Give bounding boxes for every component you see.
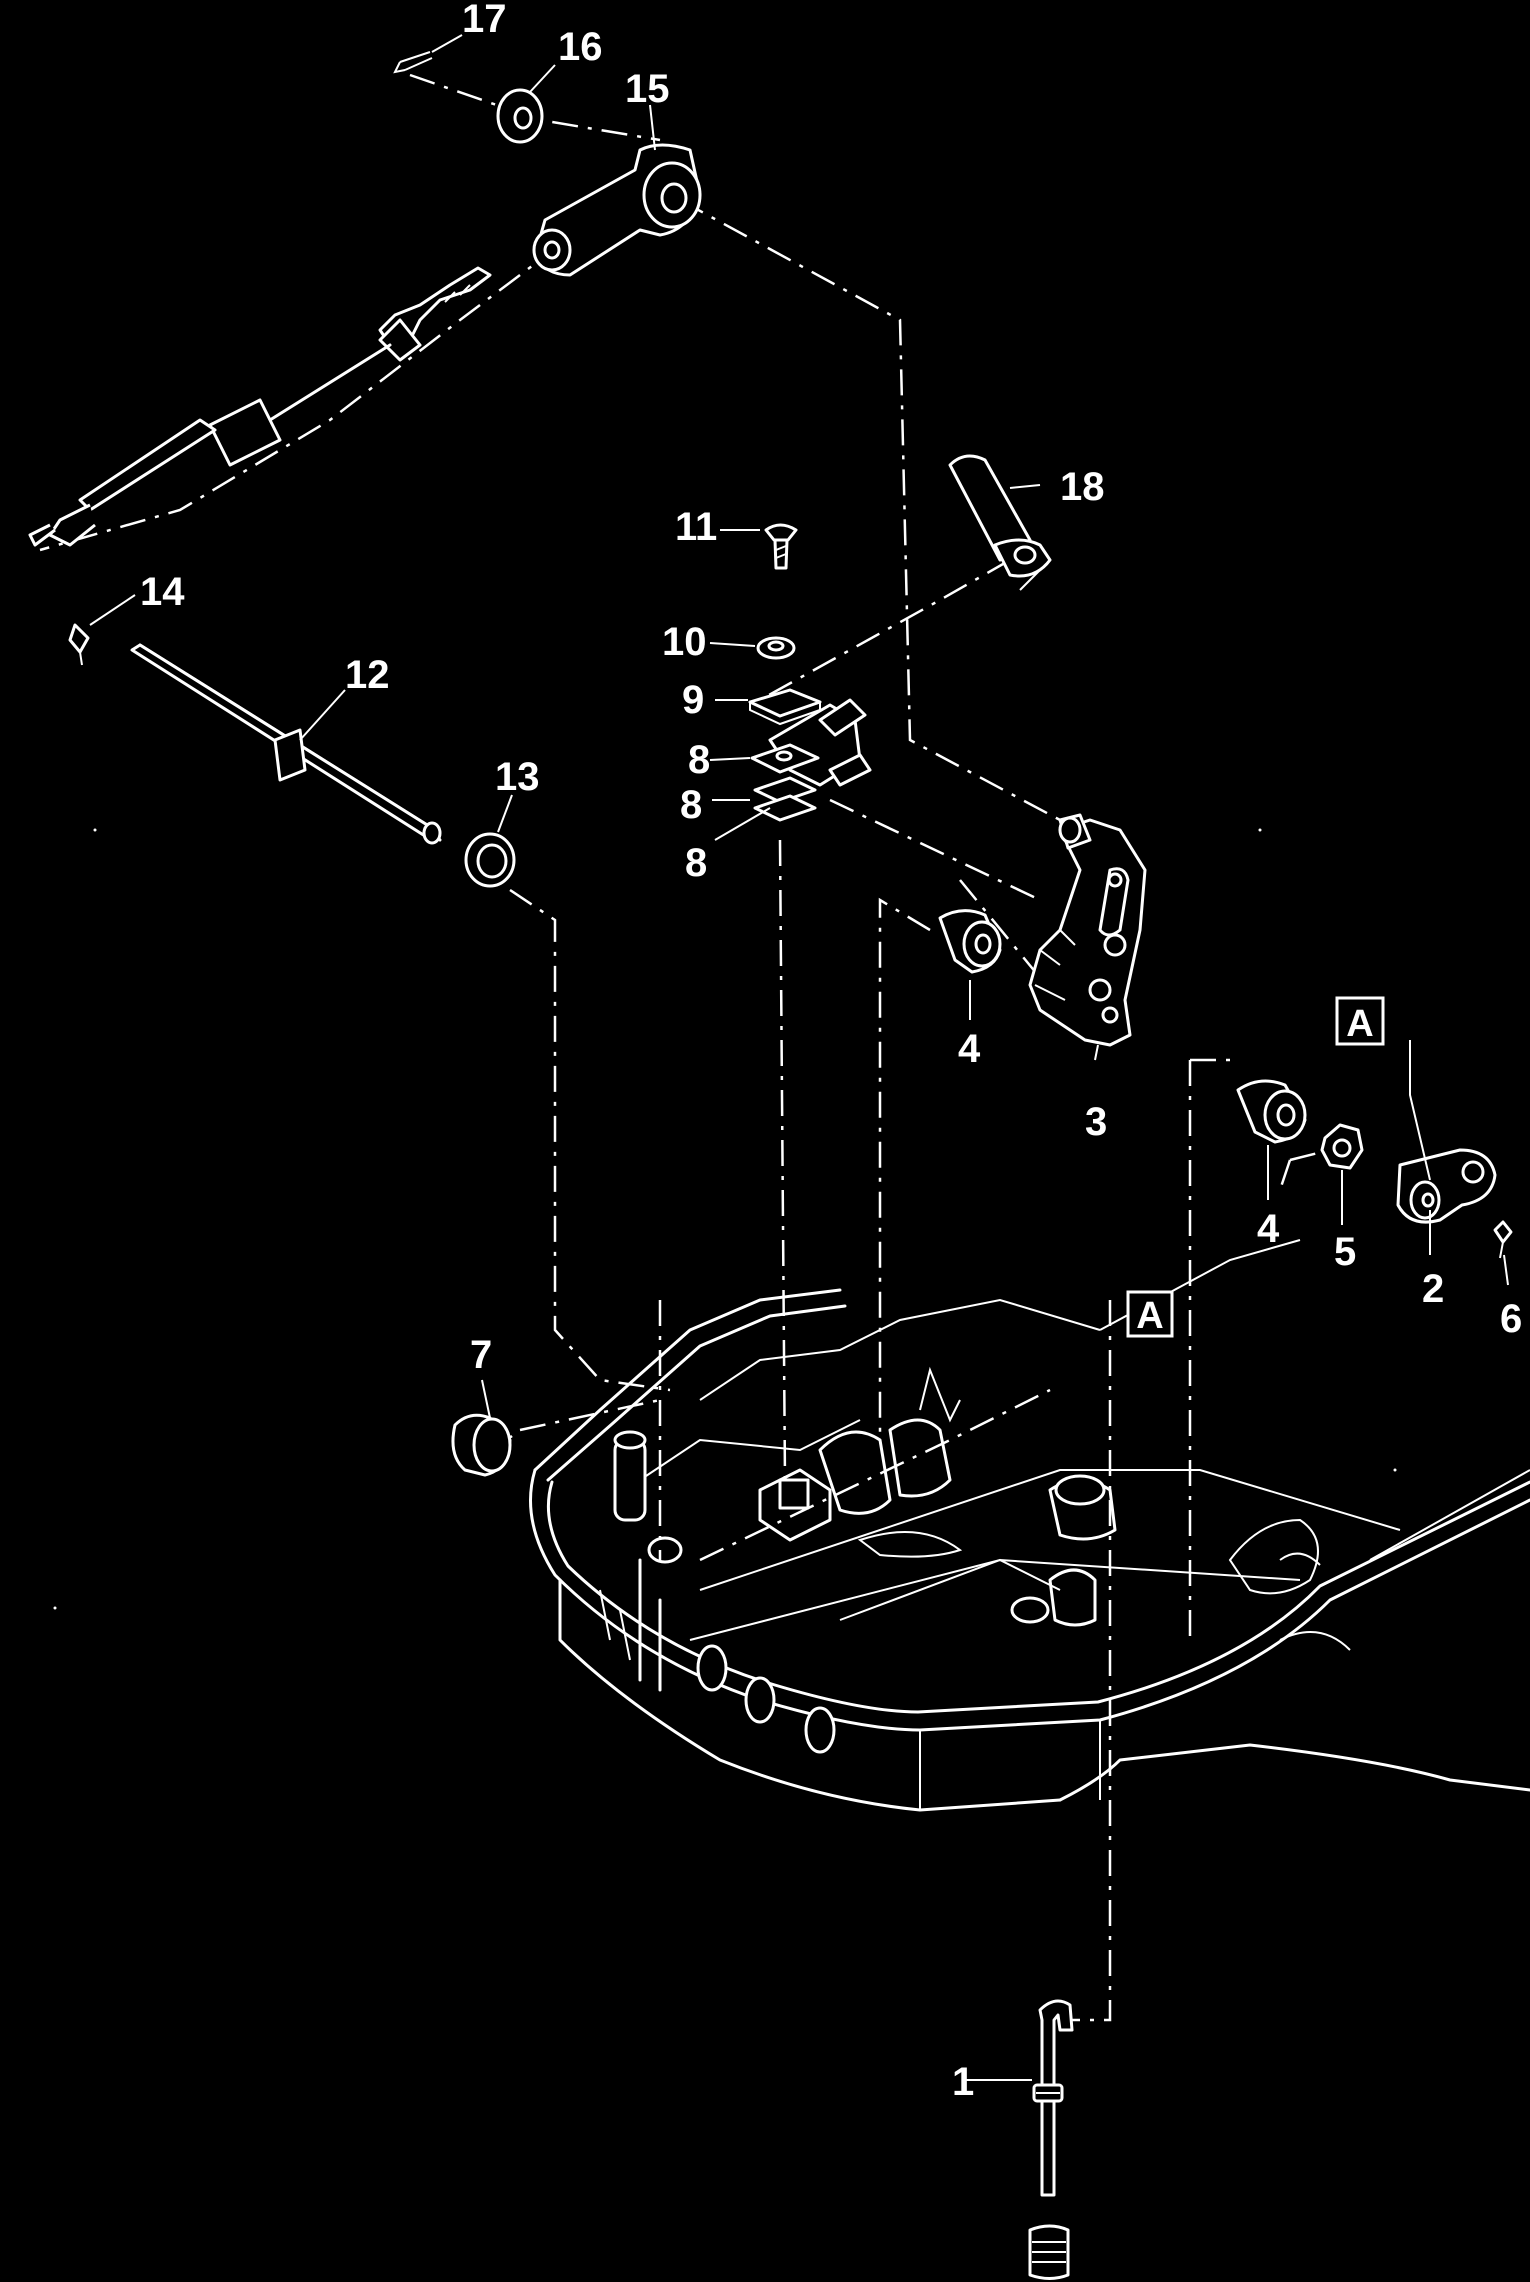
background-specks xyxy=(53,828,1397,1610)
leader-lines xyxy=(89,34,1509,2081)
callout-17: 17 xyxy=(462,0,507,41)
assembly-lines xyxy=(39,73,1331,2022)
callout-7: 7 xyxy=(470,1333,492,1377)
part-18-handle xyxy=(948,454,1052,591)
callout-12: 12 xyxy=(345,653,390,697)
part-8-plate-lower xyxy=(753,794,817,822)
callout-1: 1 xyxy=(952,2060,974,2104)
part-4-bushing-lower xyxy=(1236,1079,1307,1144)
part-8-plate-middle xyxy=(753,776,817,804)
part-15-shift-arm xyxy=(532,143,702,277)
part-4-bushing-upper xyxy=(938,909,1002,974)
reference-label-a-lower: A xyxy=(1136,1295,1163,1337)
part-8-plate-upper xyxy=(750,743,820,774)
callout-15: 15 xyxy=(625,67,670,111)
part-5-nut xyxy=(1320,1123,1364,1170)
part-17-cotter-pin xyxy=(393,51,433,74)
part-16-washer xyxy=(496,88,544,144)
callout-13: 13 xyxy=(495,755,540,799)
part-1-shift-rod xyxy=(1032,1999,1074,2197)
callout-9: 9 xyxy=(682,678,704,722)
callout-labels: 1 2 3 4 4 5 6 7 8 8 8 9 10 11 12 13 14 1… xyxy=(140,0,1522,2104)
part-7-grommet xyxy=(451,1413,512,1477)
callout-3: 3 xyxy=(1085,1100,1107,1144)
callout-2: 2 xyxy=(1422,1267,1444,1311)
part-9-plate xyxy=(748,688,822,726)
part-14-cotter-pin xyxy=(68,623,90,666)
callout-11: 11 xyxy=(675,505,717,549)
reference-box-a-upper: A xyxy=(1335,996,1385,1046)
part-11-screw xyxy=(764,523,798,570)
part-2-lever xyxy=(1396,1148,1497,1224)
callout-18: 18 xyxy=(1060,465,1105,509)
part-6-cotter-pin xyxy=(1493,1220,1513,1259)
callout-6: 6 xyxy=(1500,1297,1522,1341)
part-3-shift-lever xyxy=(1028,813,1147,1047)
callout-4-lower: 4 xyxy=(1257,1207,1280,1251)
callout-10: 10 xyxy=(662,620,707,664)
callout-5: 5 xyxy=(1334,1230,1356,1274)
callout-8-a: 8 xyxy=(688,738,710,782)
callout-4-upper: 4 xyxy=(958,1027,981,1071)
reference-box-a-lower: A xyxy=(1126,1290,1174,1338)
part-10-washer xyxy=(756,636,796,660)
shift-rod-coupler xyxy=(1028,2224,1070,2280)
callout-14: 14 xyxy=(140,570,185,614)
callout-8-c: 8 xyxy=(685,841,707,885)
shift-cable xyxy=(28,266,492,547)
callout-16: 16 xyxy=(558,25,603,69)
reference-label-a-upper: A xyxy=(1346,1003,1373,1045)
lower-cowl-housing xyxy=(529,1239,1530,1812)
part-13-o-ring xyxy=(464,832,516,888)
part-12-shift-shaft xyxy=(130,643,442,845)
callout-8-b: 8 xyxy=(680,783,702,827)
